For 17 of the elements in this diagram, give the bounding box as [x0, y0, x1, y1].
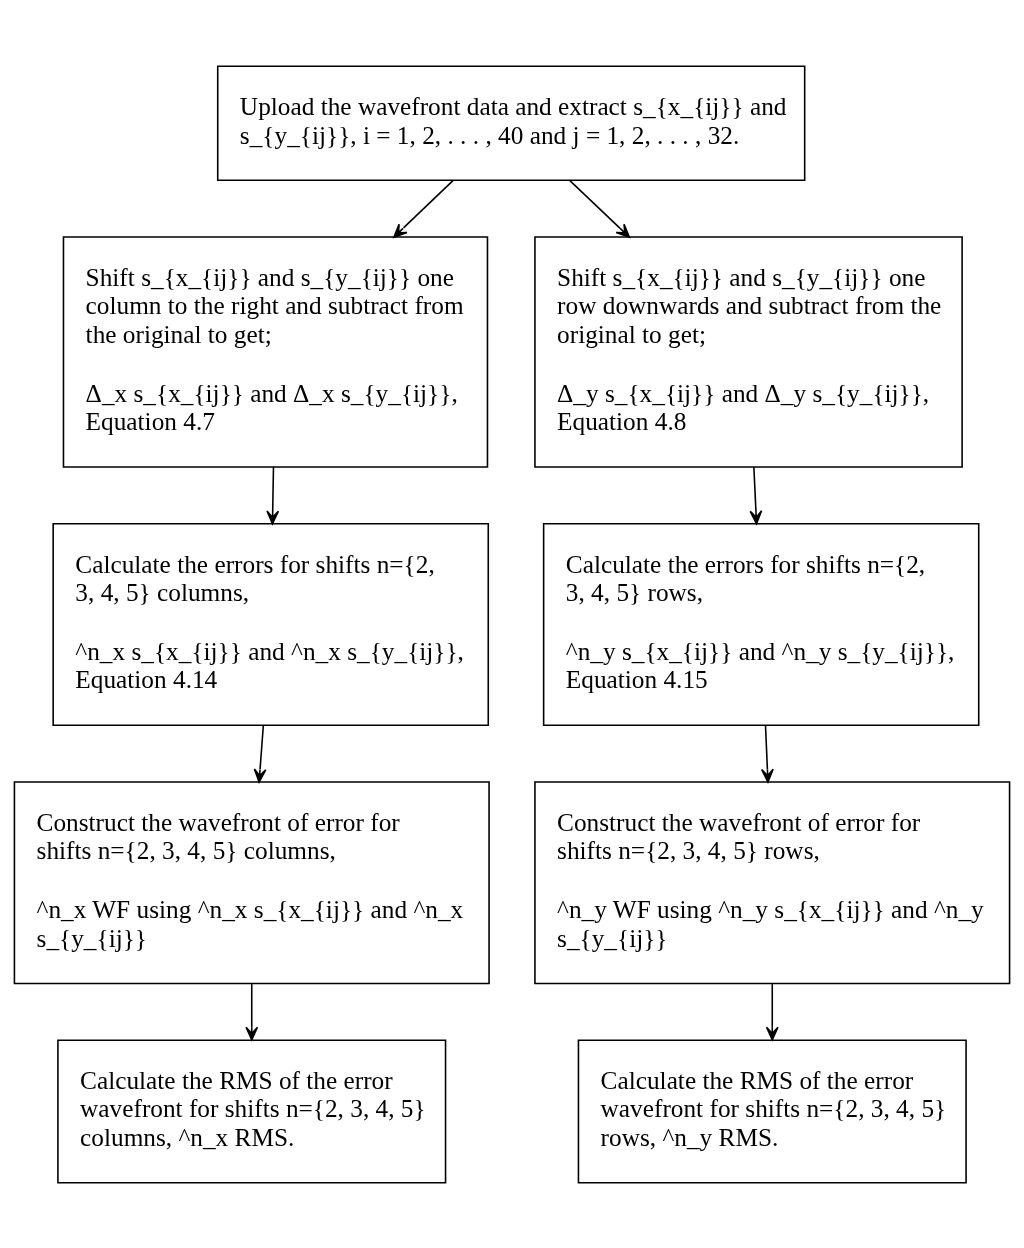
node-box: Construct the wavefront of error for shifts n={2, 3, 4, 5} columns, ^n_x WF using ^n_x s_{x_{ij}} and ^n_x s_{y_{ij}} [13, 780, 490, 984]
arrow [253, 724, 267, 783]
arrow [569, 179, 631, 238]
arrow [760, 724, 774, 783]
node-box: Calculate the errors for shifts n={2, 3, 4, 5} rows, ^n_y s_{x_{ij}} and ^n_y s_{y_{ij}}, Equation 4.15 [542, 522, 980, 726]
node-box: Calculate the RMS of the error wavefront for shifts n={2, 3, 4, 5} columns, ^n_x RMS. [57, 1039, 447, 1183]
arrow [765, 982, 779, 1041]
node-box: Calculate the errors for shifts n={2, 3, 4, 5} columns, ^n_x s_{x_{ij}} and ^n_x s_{y_{ij}}, Equation 4.14 [52, 522, 490, 726]
node-box: Calculate the RMS of the error wavefront for shifts n={2, 3, 4, 5} rows, ^n_y RMS. [577, 1039, 967, 1183]
node-box: Construct the wavefront of error for shifts n={2, 3, 4, 5} rows, ^n_y WF using ^n_y s_{x_{ij}} and ^n_y s_{y_{ij}} [534, 780, 1011, 984]
node-box: Shift s_{x_{ij}} and s_{y_{ij}} one column to the right and subtract from the original to get; Δ_x s_{x_{ij}} and Δ_x s_{y_{ij}}, Equation 4.7 [62, 235, 489, 468]
node-box: Shift s_{x_{ij}} and s_{y_{ij}} one row downwards and subtract from the original to get; Δ_y s_{x_{ij}} and Δ_y s_{y_{ij}}, Equation 4.8 [534, 235, 963, 468]
node-box: Upload the wavefront data and extract s_{x_{ij}} and s_{y_{ij}}, i = 1, 2, . . . , 40 and j = 1, 2, . . . , 32. [216, 65, 806, 181]
arrow [245, 982, 259, 1041]
arrow [393, 179, 454, 238]
arrow [749, 465, 763, 524]
arrow [266, 465, 280, 524]
